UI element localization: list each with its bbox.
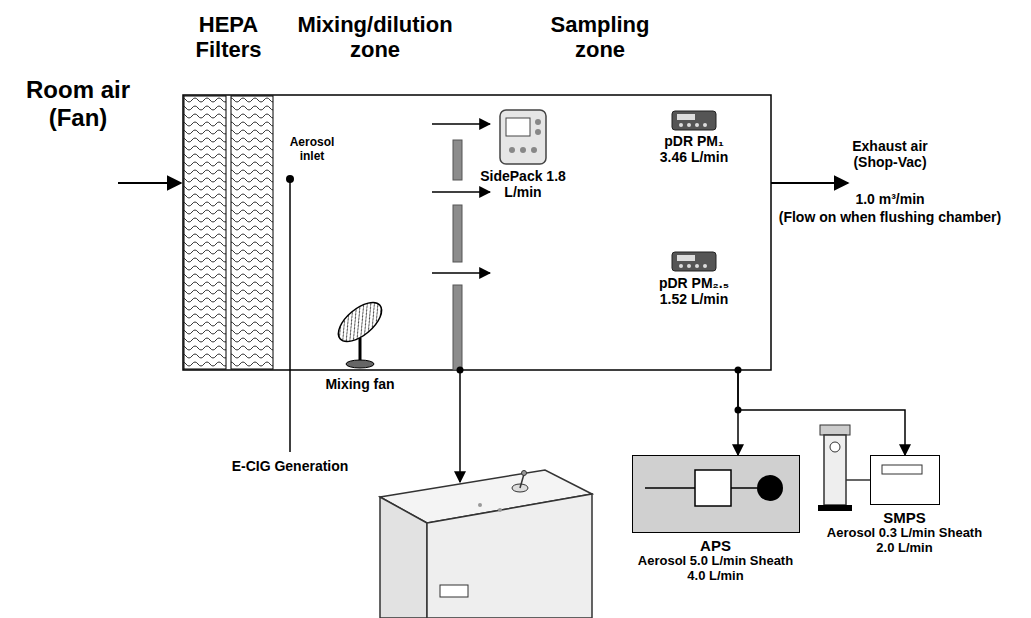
mixing-fan-icon <box>359 338 362 362</box>
pdr-icon <box>679 123 683 127</box>
sidepack-icon <box>535 129 541 135</box>
counter-instrument <box>427 494 592 618</box>
instrument-label: pDR PM₂.₅ 1.52 L/min <box>649 275 739 307</box>
zone-heading: HEPA Filters <box>168 12 289 63</box>
exhaust-label: Exhaust air (Shop-Vac) <box>840 138 940 170</box>
fan-label: Mixing fan <box>310 376 410 392</box>
partition-wall <box>453 285 462 370</box>
counter-instrument <box>520 474 524 488</box>
smps-instrument <box>824 435 846 505</box>
exhaust-label: 1.0 m³/min <box>830 191 950 207</box>
aps-instrument <box>731 487 757 489</box>
smps-instrument <box>820 425 850 435</box>
aps-instrument <box>632 455 800 533</box>
exhaust-label: (Flow on when flushing chamber) <box>770 209 1010 225</box>
sidepack-icon <box>506 118 530 136</box>
pdr-icon <box>687 123 691 127</box>
zone-region: Sampling zoneSidePack 1.8 L/minpDR PM₁ 3… <box>462 95 771 370</box>
counter-instrument <box>478 503 482 507</box>
counter-instrument <box>440 585 468 597</box>
sidepack-icon <box>535 119 541 125</box>
hepa-filter <box>184 96 226 369</box>
partition-wall <box>453 205 462 262</box>
pdr-icon <box>677 255 695 261</box>
filter-bank: HEPA Filters <box>183 95 274 370</box>
instrument-box: SMPSAerosol 0.3 L/min Sheath 2.0 L/min <box>870 455 940 505</box>
pdr-icon <box>672 111 716 130</box>
junction-dot <box>457 367 464 374</box>
instrument-box: APSAerosol 5.0 L/min Sheath 4.0 L/min <box>632 455 800 533</box>
smps-instrument <box>830 442 840 452</box>
instrument: pDR PM₂.₅ 1.52 L/min <box>649 275 739 307</box>
chamber-outline <box>183 95 771 370</box>
mixing-fan-icon <box>332 295 389 348</box>
flow-arrow <box>118 182 181 184</box>
pdr-icon <box>677 114 695 120</box>
chamber-outline <box>183 95 771 370</box>
partition-wall <box>453 140 462 180</box>
pdr-icon <box>695 264 699 268</box>
counter-instrument <box>498 508 502 512</box>
instrument-label: pDR PM₁ 3.46 L/min <box>649 133 739 165</box>
pdr-icon <box>679 264 683 268</box>
sidepack-icon <box>531 147 537 153</box>
smps-instrument <box>818 425 940 511</box>
inlet-label: Room air (Fan) <box>13 76 143 131</box>
flow-arrow <box>432 272 490 274</box>
smps-instrument <box>846 479 870 481</box>
counter-instrument <box>380 497 427 618</box>
smps-instrument <box>870 455 940 505</box>
pdr-icon <box>695 123 699 127</box>
flow-rate: Aerosol 0.3 L/min Sheath 2.0 L/min <box>825 526 985 556</box>
junction-dot <box>457 367 742 414</box>
pdr-icon <box>703 123 707 127</box>
pdr-icon <box>672 252 716 271</box>
flow-arrow <box>771 182 848 184</box>
flow-arrow <box>118 124 848 482</box>
zone-heading: Sampling zone <box>540 12 660 63</box>
aps-instrument <box>632 455 800 533</box>
pdr-icon <box>703 264 707 268</box>
aps-instrument <box>695 470 731 506</box>
inlet-label: Aerosol inlet <box>280 136 344 164</box>
hepa-filter <box>231 96 273 369</box>
sidepack-icon <box>500 110 546 164</box>
mixing-fan-icon <box>346 360 374 368</box>
instrument: SidePack 1.8 L/min <box>478 168 568 200</box>
counter-instrument <box>522 471 527 476</box>
instrument-name: SMPS <box>825 509 985 526</box>
hepa-filter <box>184 96 273 369</box>
aerosol-inlet <box>289 180 291 452</box>
smps-instrument <box>818 505 852 511</box>
zone-heading: Mixing/dilution zone <box>280 12 470 63</box>
smps-instrument <box>882 465 922 474</box>
aerosol-inlet <box>286 175 294 452</box>
mixing-fan-icon <box>332 295 389 368</box>
pdr-icon <box>687 264 691 268</box>
source-label: E-CIG Generation <box>210 458 370 474</box>
aps-instrument <box>757 475 783 501</box>
sidepack-icon <box>500 110 546 164</box>
flow-arrow <box>432 123 490 125</box>
flow-arrow <box>432 191 490 193</box>
counter-instrument <box>380 470 592 618</box>
mixing-fan-icon <box>332 295 389 348</box>
instrument-label: SidePack 1.8 L/min <box>478 168 568 200</box>
sidepack-icon <box>520 147 526 153</box>
instrument-name: APS <box>636 537 796 554</box>
partition-wall <box>453 140 462 370</box>
sidepack-icon <box>509 147 515 153</box>
sample-line <box>738 370 905 455</box>
flow-arrow <box>459 370 461 482</box>
aps-instrument <box>645 487 695 489</box>
aerosol-inlet <box>286 175 294 183</box>
flow-rate: Aerosol 5.0 L/min Sheath 4.0 L/min <box>636 554 796 584</box>
instrument: pDR PM₁ 3.46 L/min <box>649 133 739 165</box>
